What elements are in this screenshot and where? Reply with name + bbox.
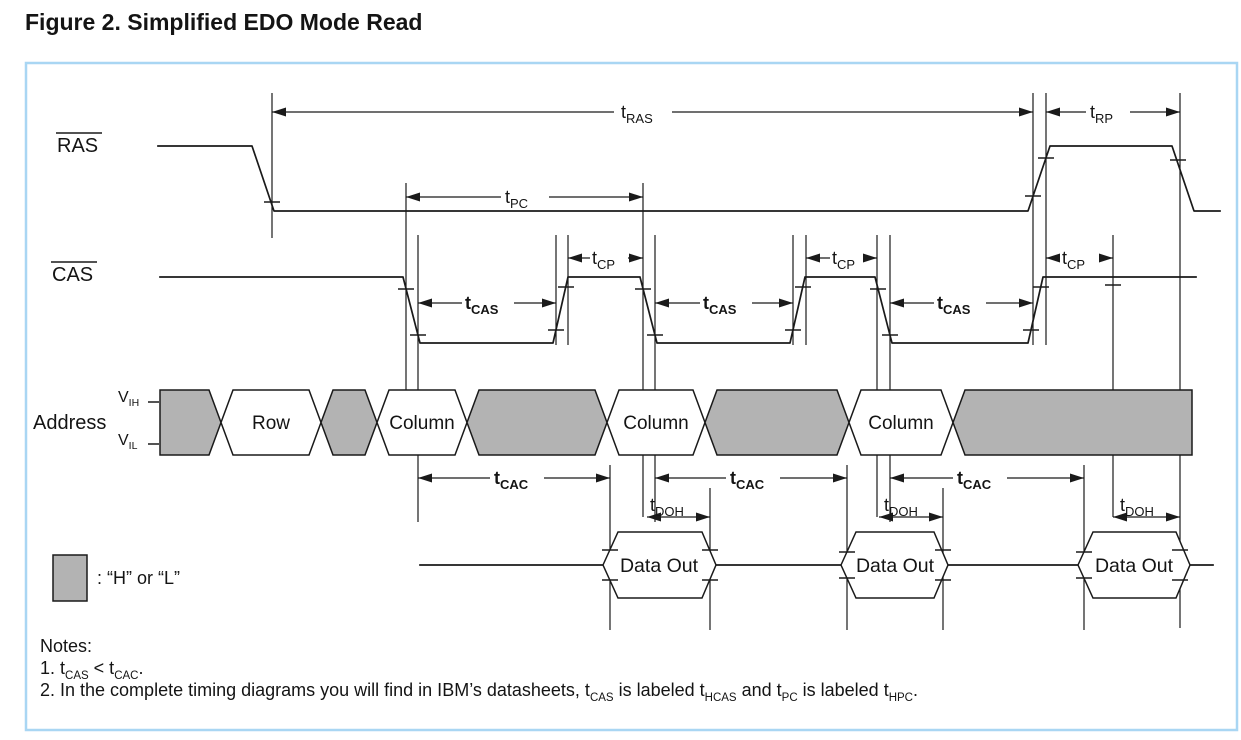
- bus-gray-segment: [159, 389, 222, 456]
- legend: : “H” or “L”: [52, 554, 180, 602]
- edge-ticks: [264, 157, 1188, 581]
- address-signal-label: Address: [33, 412, 106, 434]
- cas-waveform: [159, 276, 1197, 344]
- t-cp-dimensions: tCP tCP tCP: [568, 248, 1113, 272]
- notes: Notes: 1. tCAS < tCAC. 2. In the complet…: [40, 636, 918, 704]
- t-doh-label: tDOH: [1120, 495, 1154, 519]
- note-2: 2. In the complete timing diagrams you w…: [40, 680, 918, 704]
- data-out-hexagon: [602, 531, 717, 599]
- data-out-label: Data Out: [856, 555, 935, 577]
- bus-gray-segment: [704, 389, 850, 456]
- t-cas-label: tCAS: [703, 293, 737, 317]
- legend-gray-swatch: [52, 554, 88, 602]
- t-cp-label: tCP: [832, 248, 855, 272]
- bus-column-label: Column: [389, 413, 454, 434]
- t-cp-label: tCP: [1062, 248, 1085, 272]
- bus-row-label: Row: [252, 413, 290, 434]
- vil-label: VIL: [118, 432, 138, 452]
- t-rp-dimension: tRP: [1046, 102, 1180, 126]
- figure-title: Figure 2. Simplified EDO Mode Read: [25, 9, 422, 35]
- bus-column-label: Column: [623, 413, 688, 434]
- t-cac-dimensions: tCAC tCAC tCAC: [418, 468, 1084, 492]
- t-cac-label: tCAC: [730, 468, 765, 492]
- bus-column-label: Column: [868, 413, 933, 434]
- data-out-hexagon: [1077, 531, 1191, 599]
- t-pc-dimension: tPC: [406, 187, 643, 211]
- t-cac-label: tCAC: [494, 468, 529, 492]
- data-out-bus: Data Out Data Out Data Out: [419, 531, 1214, 599]
- ras-signal-label: RAS: [57, 135, 98, 157]
- t-cas-label: tCAS: [937, 293, 971, 317]
- address-bus: Row Column Column Column: [159, 389, 1193, 456]
- bus-gray-segment: [952, 389, 1193, 456]
- data-out-hexagon: [840, 531, 949, 599]
- t-cp-label: tCP: [592, 248, 615, 272]
- t-doh-dimensions: tDOH tDOH tDOH: [647, 495, 1180, 522]
- t-cas-label: tCAS: [465, 293, 499, 317]
- note-1: 1. tCAS < tCAC.: [40, 658, 143, 682]
- legend-text: : “H” or “L”: [97, 568, 180, 588]
- bus-gray-segment: [466, 389, 608, 456]
- bus-gray-segment: [320, 389, 378, 456]
- t-pc-label: tPC: [505, 187, 528, 211]
- t-ras-label: tRAS: [621, 102, 653, 126]
- data-out-label: Data Out: [620, 555, 699, 577]
- notes-heading: Notes:: [40, 636, 92, 656]
- t-cac-label: tCAC: [957, 468, 992, 492]
- t-doh-label: tDOH: [884, 495, 918, 519]
- t-doh-label: tDOH: [650, 495, 684, 519]
- cas-signal-label: CAS: [52, 264, 93, 286]
- vih-label: VIH: [118, 389, 139, 409]
- data-out-label: Data Out: [1095, 555, 1174, 577]
- t-ras-dimension: tRAS: [272, 102, 1033, 126]
- t-cas-dimensions: tCAS tCAS tCAS: [418, 293, 1033, 317]
- signal-labels: RAS CAS Address VIH VIL: [33, 132, 159, 452]
- ras-waveform: [157, 145, 1221, 212]
- t-rp-label: tRP: [1090, 102, 1113, 126]
